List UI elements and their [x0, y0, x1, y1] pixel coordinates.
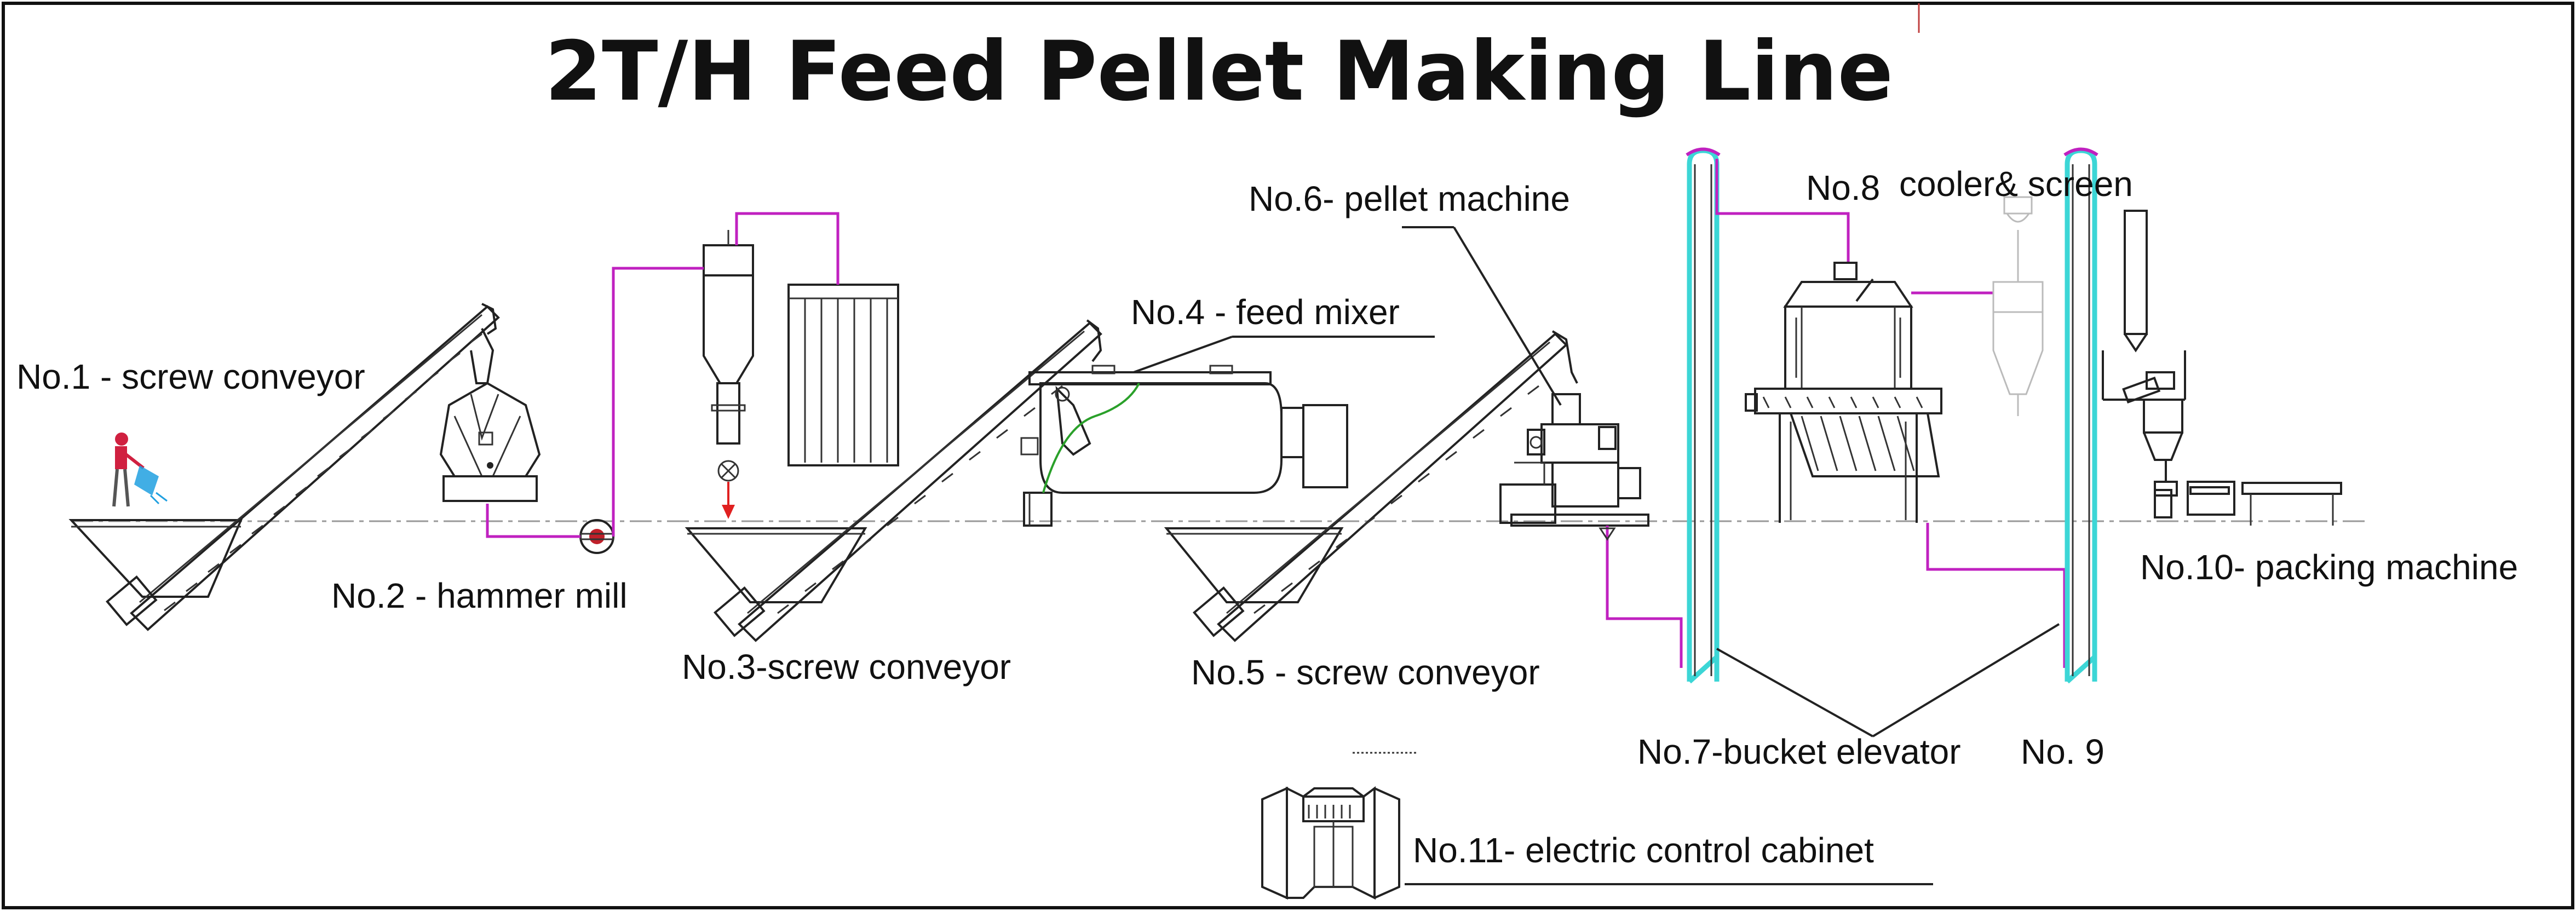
label-no11: No.11- electric control cabinet — [1413, 831, 1874, 870]
label-no4: No.4 - feed mixer — [1131, 292, 1400, 332]
mill-dust-pipe — [486, 267, 704, 538]
label-no1: No.1 - screw conveyor — [16, 357, 365, 396]
label-no8: No.8 — [1806, 168, 1880, 207]
no2-hammer-mill — [439, 328, 541, 502]
cooler-to-elevator9-pipe — [1926, 523, 2066, 668]
no11-electric-cabinet — [1261, 752, 1418, 900]
label-no3: No.3-screw conveyor — [682, 647, 1011, 687]
diagram-title: 2T/H Feed Pellet Making Line — [545, 24, 1893, 119]
no6-leader-line — [1453, 226, 1562, 406]
no8-leader-line — [1855, 278, 1874, 302]
cyclone-filter-pipe — [735, 212, 840, 285]
no8-cooler-screen — [1745, 262, 1942, 523]
no9-bucket-elevator — [2063, 147, 2098, 684]
label-no2: No.2 - hammer mill — [331, 576, 628, 615]
no6-pellet-machine — [1499, 393, 1649, 527]
cyclone-separator — [703, 230, 754, 519]
pellet-to-elevator-pipe — [1606, 526, 1683, 668]
no4-leader-line — [1133, 336, 1233, 373]
no7-leader-line-right — [1872, 623, 2060, 737]
worker-figure — [112, 433, 168, 507]
label-no7: No.7-bucket elevator — [1637, 732, 1961, 771]
hammer-mill-fan — [579, 519, 614, 554]
no5-screw-conveyor — [1164, 330, 1578, 642]
label-no8-name: cooler& screen — [1899, 164, 2133, 204]
bag-filter — [787, 284, 899, 466]
label-no10: No.10- packing machine — [2140, 547, 2518, 587]
elevator-to-cooler-pipe — [1715, 159, 1850, 263]
label-no9: No. 9 — [2021, 732, 2104, 771]
no1-screw-conveyor — [68, 303, 500, 631]
label-no6: No.6- pellet machine — [1249, 179, 1570, 218]
cooler-cyclone — [1992, 196, 2044, 416]
pellet-discharge-valve — [1599, 527, 1616, 541]
no10-packing-machine — [2102, 210, 2342, 526]
no3-screw-conveyor — [685, 319, 1102, 642]
label-no5: No.5 - screw conveyor — [1191, 653, 1540, 692]
no7-bucket-elevator — [1686, 147, 1721, 684]
no4-feed-mixer — [1020, 365, 1348, 527]
no7-leader-line-left — [1716, 648, 1873, 737]
